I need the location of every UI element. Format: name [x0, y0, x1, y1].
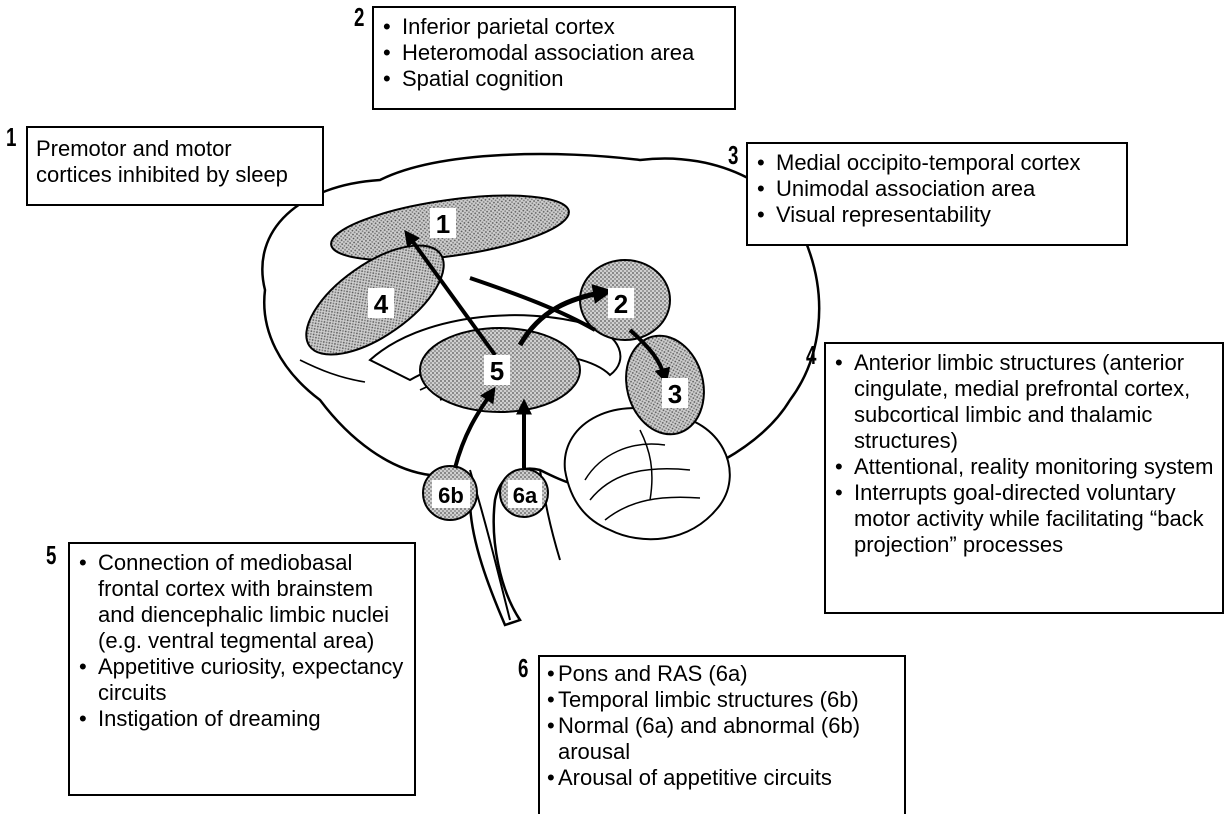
box-5-item: Connection of mediobasal frontal cortex …: [76, 550, 408, 654]
region-label-3: 3: [662, 378, 688, 409]
inner-line-4: [300, 360, 365, 382]
box-4-item: Attentional, reality monitoring system: [832, 454, 1216, 480]
box-4-item: Interrupts goal-directed voluntary motor…: [832, 480, 1216, 558]
svg-text:6b: 6b: [438, 483, 464, 508]
region-label-1: 1: [430, 208, 456, 239]
box-3-item: Medial occipito-temporal cortex: [754, 150, 1120, 176]
box-4-number: 4: [806, 342, 816, 368]
box-1-number: 1: [6, 124, 16, 150]
box-2-parietal: Inferior parietal cortex Heteromodal ass…: [372, 6, 736, 110]
box-6-item: Temporal limbic structures (6b): [544, 687, 900, 713]
region-label-6a: 6a: [508, 480, 542, 508]
box-6-item: Normal (6a) and abnormal (6b) arousal: [544, 713, 900, 765]
box-4-limbic: Anterior limbic structures (anterior cin…: [824, 342, 1224, 614]
box-1-line-1: Premotor and motor: [36, 136, 314, 162]
svg-text:1: 1: [436, 209, 450, 239]
svg-text:4: 4: [374, 289, 389, 319]
box-6-arousal: Pons and RAS (6a) Temporal limbic struct…: [538, 655, 906, 814]
arrow-4-to-2: [470, 278, 595, 330]
box-5-number: 5: [46, 542, 56, 568]
box-6-item: Pons and RAS (6a): [544, 661, 900, 687]
box-3-occipito-temporal: Medial occipito-temporal cortex Unimodal…: [746, 142, 1128, 246]
box-2-item: Heteromodal association area: [380, 40, 728, 66]
region-label-5: 5: [484, 355, 510, 386]
svg-text:5: 5: [490, 356, 504, 386]
svg-text:3: 3: [668, 379, 682, 409]
box-1-line-2: cortices inhibited by sleep: [36, 162, 314, 188]
box-5-item: Appetitive curiosity, expectancy circuit…: [76, 654, 408, 706]
box-2-item: Spatial cognition: [380, 66, 728, 92]
box-3-number: 3: [728, 142, 738, 168]
box-6-number: 6: [518, 655, 528, 681]
box-2-item: Inferior parietal cortex: [380, 14, 728, 40]
region-label-2: 2: [608, 288, 634, 319]
box-5-mediobasal: Connection of mediobasal frontal cortex …: [68, 542, 416, 796]
box-2-number: 2: [354, 4, 364, 30]
svg-text:2: 2: [614, 289, 628, 319]
region-label-4: 4: [368, 288, 394, 319]
box-3-item: Unimodal association area: [754, 176, 1120, 202]
svg-text:6a: 6a: [513, 483, 538, 508]
region-label-6b: 6b: [432, 480, 470, 508]
box-4-item: Anterior limbic structures (anterior cin…: [832, 350, 1216, 454]
box-1-premotor: Premotor and motor cortices inhibited by…: [26, 126, 324, 206]
box-6-item: Arousal of appetitive circuits: [544, 765, 900, 791]
box-5-item: Instigation of dreaming: [76, 706, 408, 732]
box-3-item: Visual representability: [754, 202, 1120, 228]
